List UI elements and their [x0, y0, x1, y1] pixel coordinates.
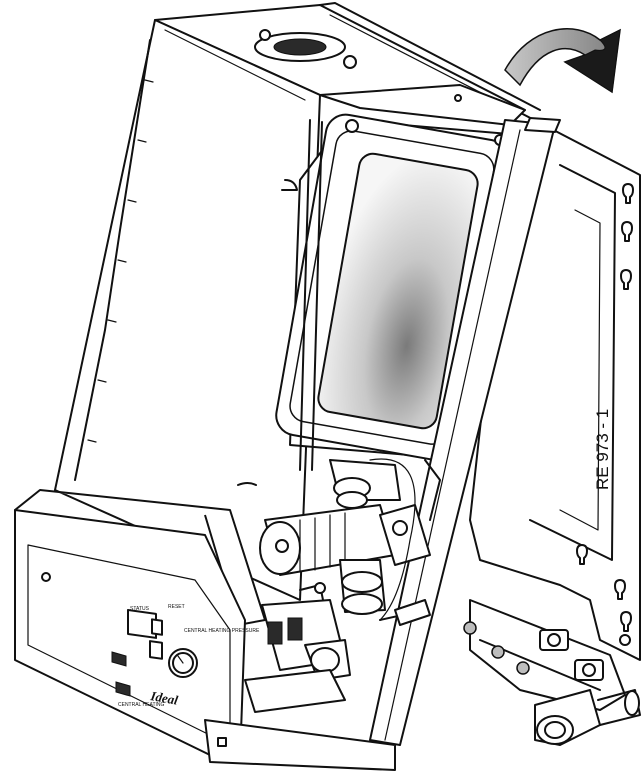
rocker-switch-icon: CENTRAL HEATING: [111, 651, 165, 708]
sight-glass-window: [317, 152, 479, 430]
pump-assembly: [259, 458, 441, 626]
pressure-gauge-icon: CENTRAL HEATING PRESSURE: [168, 628, 260, 678]
curved-rotation-arrow: [504, 28, 621, 94]
keyhole-slots: [576, 183, 634, 632]
status-display: STATUS RESET: [127, 604, 185, 660]
pressure-label: CENTRAL HEATING PRESSURE: [184, 628, 260, 634]
fitting-bolts: [463, 621, 530, 675]
ideal-logo: Ideal: [148, 688, 179, 708]
figure-reference-label: RE 973 - 1: [593, 409, 612, 490]
switch-label: CENTRAL HEATING: [118, 702, 165, 708]
control-panel: STATUS RESET CENTRAL HEATING PRESSURE CE…: [14, 489, 396, 771]
gas-valve: [244, 599, 351, 713]
pipe-connections: [463, 599, 641, 746]
reset-label: RESET: [168, 604, 185, 610]
boiler-casing: [54, 2, 541, 601]
status-label: STATUS: [130, 606, 150, 612]
